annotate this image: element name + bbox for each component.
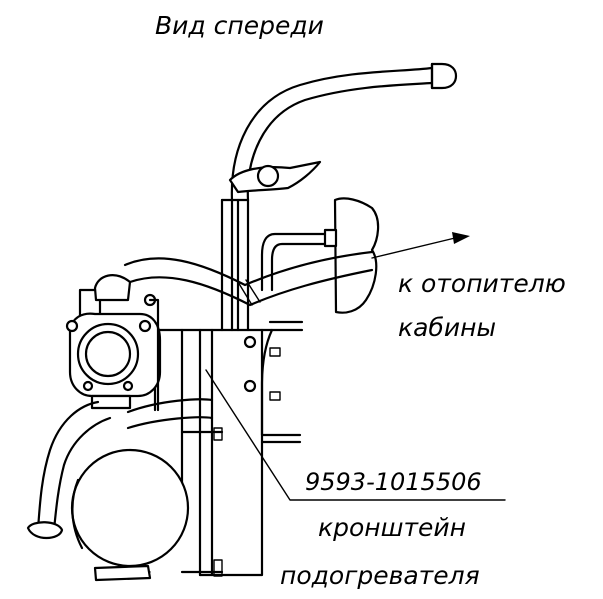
cabin-heater-outline <box>323 197 380 314</box>
mounting-studs <box>180 427 224 577</box>
vertical-posts <box>220 198 250 332</box>
view-title: Вид спереди <box>155 11 324 40</box>
diagonal-hose <box>123 250 374 307</box>
direction-arrow <box>371 232 470 259</box>
part-number: 9593-1015506 <box>305 468 482 496</box>
pump-assembly <box>65 274 162 412</box>
part-name-line2: подогревателя <box>280 561 480 590</box>
part-leader <box>205 369 506 501</box>
drain-pipe <box>26 400 112 540</box>
heater-label-line2: кабины <box>398 313 496 342</box>
upper-pipe <box>230 62 458 202</box>
heater-label-line1: к отопителю <box>398 269 566 298</box>
heater-feed-pipe <box>260 232 327 292</box>
canister <box>70 448 190 582</box>
angle-bracket <box>260 320 304 444</box>
part-name-line1: кронштейн <box>318 513 466 542</box>
pipe-clamp <box>228 160 322 194</box>
lower-cross-pipe <box>126 398 214 430</box>
